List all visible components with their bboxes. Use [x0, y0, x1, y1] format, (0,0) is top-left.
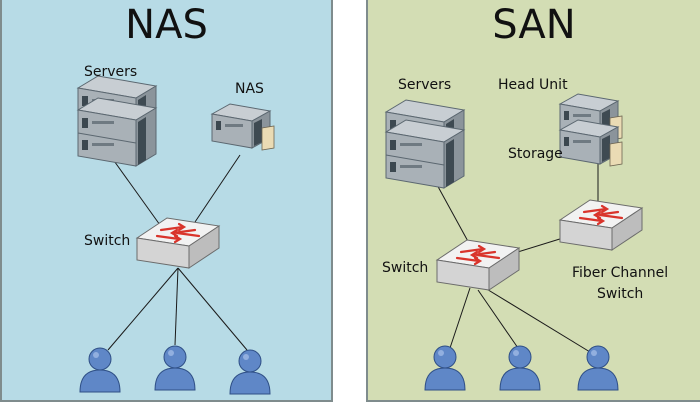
user-icon — [229, 349, 271, 395]
fc-switch-label-line2: Switch — [597, 286, 644, 302]
nas-servers-label: Servers — [84, 64, 138, 80]
nas-switch-label: Switch — [84, 233, 131, 249]
san-switch-icon — [435, 238, 521, 292]
san-servers-icon — [385, 99, 465, 189]
san-servers-label: Servers — [398, 77, 452, 93]
nas-title: NAS — [125, 2, 208, 48]
san-users — [424, 345, 619, 391]
san-links — [429, 162, 599, 353]
nas-panel: NAS — [0, 0, 333, 402]
user-icon — [154, 345, 196, 391]
nas-links — [107, 154, 248, 351]
fiber-channel-switch-icon — [558, 198, 644, 252]
san-switch-label: Switch — [382, 260, 429, 276]
user-icon — [577, 345, 619, 391]
nas-device-icon — [211, 103, 275, 151]
nas-device-label: NAS — [235, 81, 264, 97]
head-unit-label: Head Unit — [498, 77, 568, 93]
user-icon — [424, 345, 466, 391]
storage-array-icon — [559, 93, 623, 167]
san-panel: SAN — [366, 0, 700, 402]
nas-servers-icon — [77, 75, 157, 167]
user-icon — [79, 347, 121, 393]
san-title: SAN — [492, 2, 576, 48]
nas-switch-icon — [135, 216, 221, 270]
nas-users — [79, 345, 271, 395]
storage-label: Storage — [508, 146, 563, 162]
user-icon — [499, 345, 541, 391]
fc-switch-label-line1: Fiber Channel — [572, 265, 669, 281]
